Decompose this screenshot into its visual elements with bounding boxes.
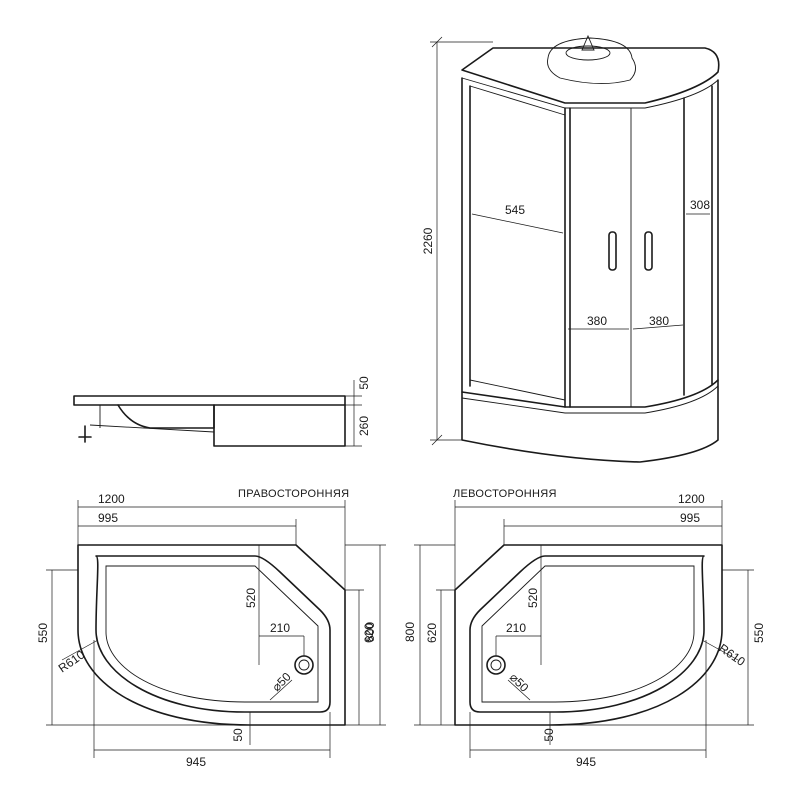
left-side-depth: 550 [752,623,766,643]
height-label: 2260 [421,227,435,254]
right-drain-diameter: ⌀50 [269,669,294,694]
right-tray-inner [95,555,331,713]
shower-cabin-view [461,34,720,463]
tray-height-label: 260 [357,416,371,436]
cabin-dimensions: 2260 545 380 380 308 [421,36,710,446]
cabin-roof [461,47,720,104]
right-total-depth: 800 [363,622,377,642]
right-drain-offset-x: 210 [270,621,290,635]
left-total-depth: 800 [403,622,417,642]
right-total-length: 1200 [98,492,125,506]
cabin-frame [461,77,719,408]
roof-dome [547,37,636,85]
right-tray-outline [77,544,346,726]
left-drain-diameter: ⌀50 [507,670,532,695]
left-total-length: 1200 [678,492,705,506]
right-drain-offset-y: 520 [244,588,258,608]
tray-side-view: 50 260 [73,376,371,447]
left-tray-outline [454,544,723,726]
left-drain-offset-y: 520 [526,588,540,608]
door-width-right-label: 380 [649,314,669,328]
cabin-tray [461,379,719,463]
left-inner-length: 945 [576,755,596,769]
left-drain-margin: 50 [542,728,556,742]
right-plan-title: ПРАВОСТОРОННЯЯ [238,488,349,500]
right-inner-depth: 620 [362,623,376,643]
left-tray-inner [469,555,705,713]
left-flat-length: 995 [680,511,700,525]
door-width-left-label: 380 [587,314,607,328]
right-side-depth: 550 [36,623,50,643]
door-handle-left [608,231,617,271]
left-drain [486,655,506,675]
rim-height-label: 50 [357,376,371,390]
right-drain-margin: 50 [231,728,245,742]
left-plan: ЛЕВОСТОРОННЯЯ 1200 995 550 620 800 520 2… [403,488,766,769]
door-handle-right [644,231,653,271]
right-flat-length: 995 [98,511,118,525]
right-inner-length: 945 [186,755,206,769]
panel-width-label: 545 [505,203,525,217]
left-plan-title: ЛЕВОСТОРОННЯЯ [453,488,557,500]
side-width-label: 308 [690,198,710,212]
right-plan: ПРАВОСТОРОННЯЯ 1200 995 550 620 800 520 … [36,488,386,769]
left-radius: R610 [716,641,748,669]
left-drain-offset-x: 210 [506,621,526,635]
right-drain [294,655,314,675]
left-inner-depth: 620 [425,623,439,643]
